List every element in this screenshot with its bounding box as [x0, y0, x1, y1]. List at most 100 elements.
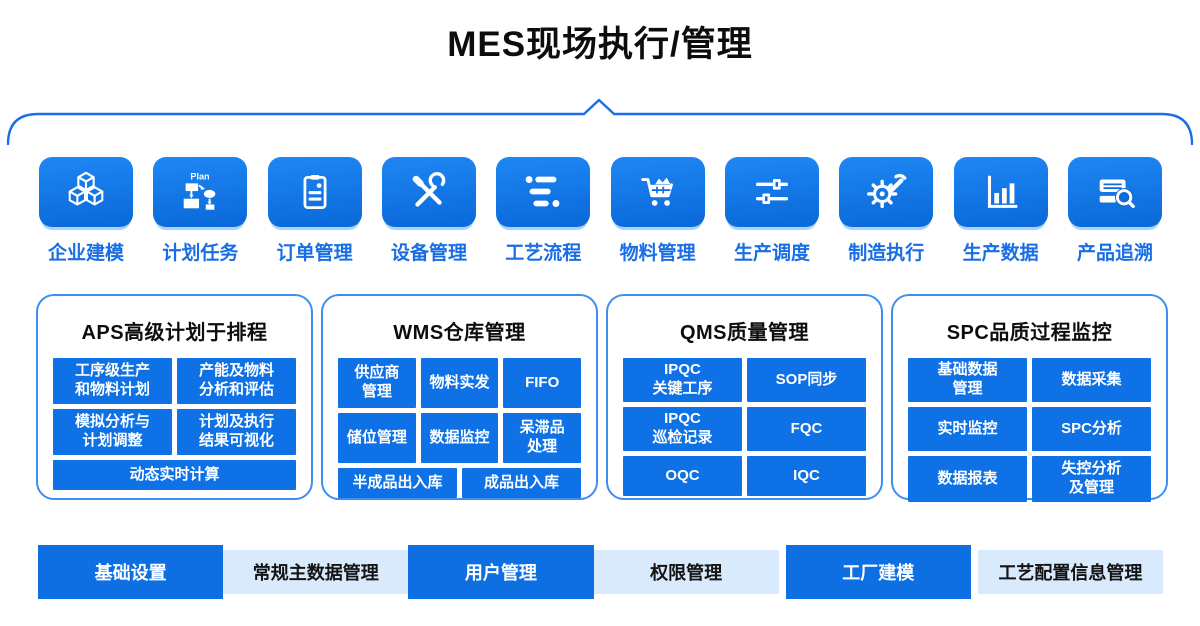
- module-label: 制造执行: [848, 243, 925, 264]
- sliders-icon: [749, 169, 795, 215]
- module-label: 订单管理: [276, 243, 353, 264]
- panel-cell: IPQC 巡检记录: [623, 407, 742, 451]
- bottom-segment-label: 常规主数据管理: [252, 563, 379, 583]
- panel-aps: APS高级计划于排程工序级生产 和物料计划产能及物料 分析和评估模拟分析与 计划…: [36, 294, 313, 500]
- module-item: 订单管理: [267, 157, 363, 265]
- panel-cell: SOP同步: [747, 358, 866, 402]
- cubes-icon: [63, 169, 109, 215]
- module-label: 工艺流程: [505, 243, 582, 264]
- module-item: 工艺流程: [495, 157, 591, 265]
- bottom-segment: 工厂建模: [785, 545, 971, 599]
- panel-cell: SPC分析: [1032, 407, 1151, 451]
- module-label: 生产数据: [962, 243, 1039, 264]
- bottom-segment-label: 工厂建模: [842, 563, 915, 583]
- module-label: 企业建模: [47, 243, 124, 264]
- panel-cell: 成品出入库: [462, 468, 581, 498]
- panel-row: 工序级生产 和物料计划产能及物料 分析和评估: [53, 358, 296, 404]
- crossed-tools-icon: [406, 169, 452, 215]
- panel-cell: 实时监控: [908, 407, 1027, 451]
- panels-row: APS高级计划于排程工序级生产 和物料计划产能及物料 分析和评估模拟分析与 计划…: [36, 294, 1168, 502]
- module-item: 生产调度: [724, 157, 820, 265]
- panel-cell: IQC: [747, 456, 866, 496]
- panel-cell: 物料实发: [420, 358, 499, 408]
- panel-cell: 基础数据 管理: [908, 358, 1027, 402]
- panel-row: 动态实时计算: [53, 460, 296, 490]
- panel-cell: 半成品出入库: [338, 468, 457, 498]
- module-label: 物料管理: [619, 243, 696, 264]
- panel-grid: 工序级生产 和物料计划产能及物料 分析和评估模拟分析与 计划调整计划及执行 结果…: [53, 358, 296, 490]
- panel-row: 半成品出入库成品出入库: [338, 468, 581, 498]
- module-item: Plan 计划任务: [152, 157, 248, 265]
- module-tile: [496, 157, 591, 227]
- panel-title: QMS质量管理: [679, 322, 810, 344]
- module-item: 制造执行: [838, 157, 934, 265]
- panel-cell: 产能及物料 分析和评估: [177, 358, 296, 404]
- gear-wrench-icon: [863, 169, 909, 215]
- panel-row: 数据报表失控分析 及管理: [908, 456, 1151, 502]
- module-tile: [381, 157, 476, 227]
- panel-title: WMS仓库管理: [393, 322, 526, 344]
- bottom-segment: 工艺配置信息管理: [977, 550, 1164, 594]
- panel-cell: FQC: [747, 407, 866, 451]
- module-tile: [1067, 157, 1162, 227]
- module-label: 生产调度: [733, 243, 810, 264]
- search-document-icon: [1092, 169, 1138, 215]
- module-tile: [724, 157, 819, 227]
- panel-row: 模拟分析与 计划调整计划及执行 结果可视化: [53, 409, 296, 455]
- module-label: 计划任务: [162, 243, 239, 264]
- panel-cell: IPQC 关键工序: [623, 358, 742, 402]
- module-tile: [953, 157, 1048, 227]
- module-tile: [39, 157, 133, 227]
- bottom-segment-label: 工艺配置信息管理: [998, 563, 1143, 583]
- panel-cell: OQC: [623, 456, 742, 496]
- panel-title: SPC品质过程监控: [946, 322, 1113, 344]
- panel-cell: 呆滞品 处理: [503, 413, 582, 463]
- module-item: 产品追溯: [1067, 157, 1163, 265]
- bottom-segment-label: 用户管理: [464, 563, 537, 583]
- panel-cell: 供应商 管理: [338, 358, 416, 408]
- module-label: 设备管理: [390, 243, 467, 264]
- panel-cell: 储位管理: [338, 413, 416, 463]
- panel-row: 储位管理数据监控呆滞品 处理: [338, 413, 582, 463]
- panel-cell: 失控分析 及管理: [1032, 456, 1151, 502]
- module-label: 产品追溯: [1076, 243, 1153, 264]
- modules-row: 企业建模 Plan 计划任务 订单管理 设备管理 工艺流程 物料管理 生产调度 制造执行 生产数据…: [38, 157, 1163, 265]
- process-flow-icon: [520, 169, 566, 215]
- panel-cell: 数据监控: [420, 413, 499, 463]
- bottom-segment: 常规主数据管理: [223, 550, 409, 594]
- clipboard-icon: [293, 170, 337, 214]
- panel-cell: 数据采集: [1032, 358, 1151, 402]
- bottom-segment-label: 权限管理: [650, 563, 723, 583]
- bottom-segment-label: 基础设置: [94, 563, 167, 583]
- module-tile: [839, 157, 934, 227]
- panel-cell: 动态实时计算: [53, 460, 296, 490]
- bottom-segment: 基础设置: [38, 545, 224, 599]
- bottom-segment: 用户管理: [408, 545, 594, 599]
- panel-cell: FIFO: [503, 358, 582, 408]
- module-item: 物料管理: [610, 157, 706, 265]
- module-item: 生产数据: [953, 157, 1049, 265]
- panel-cell: 数据报表: [908, 456, 1027, 502]
- panel-cell: 计划及执行 结果可视化: [177, 409, 296, 455]
- module-item: 企业建模: [38, 157, 134, 265]
- module-item: 设备管理: [381, 157, 477, 265]
- module-tile: [267, 157, 362, 227]
- bottom-bar: 基础设置 常规主数据管理 用户管理 权限管理 工厂建模 工艺配置信息管理: [38, 545, 1164, 599]
- panel-row: 基础数据 管理数据采集: [908, 358, 1151, 402]
- panel-title: APS高级计划于排程: [81, 322, 268, 344]
- plan-flowchart-icon: Plan: [177, 169, 223, 215]
- svg-text:Plan: Plan: [191, 172, 210, 182]
- panel-cell: 工序级生产 和物料计划: [53, 358, 172, 404]
